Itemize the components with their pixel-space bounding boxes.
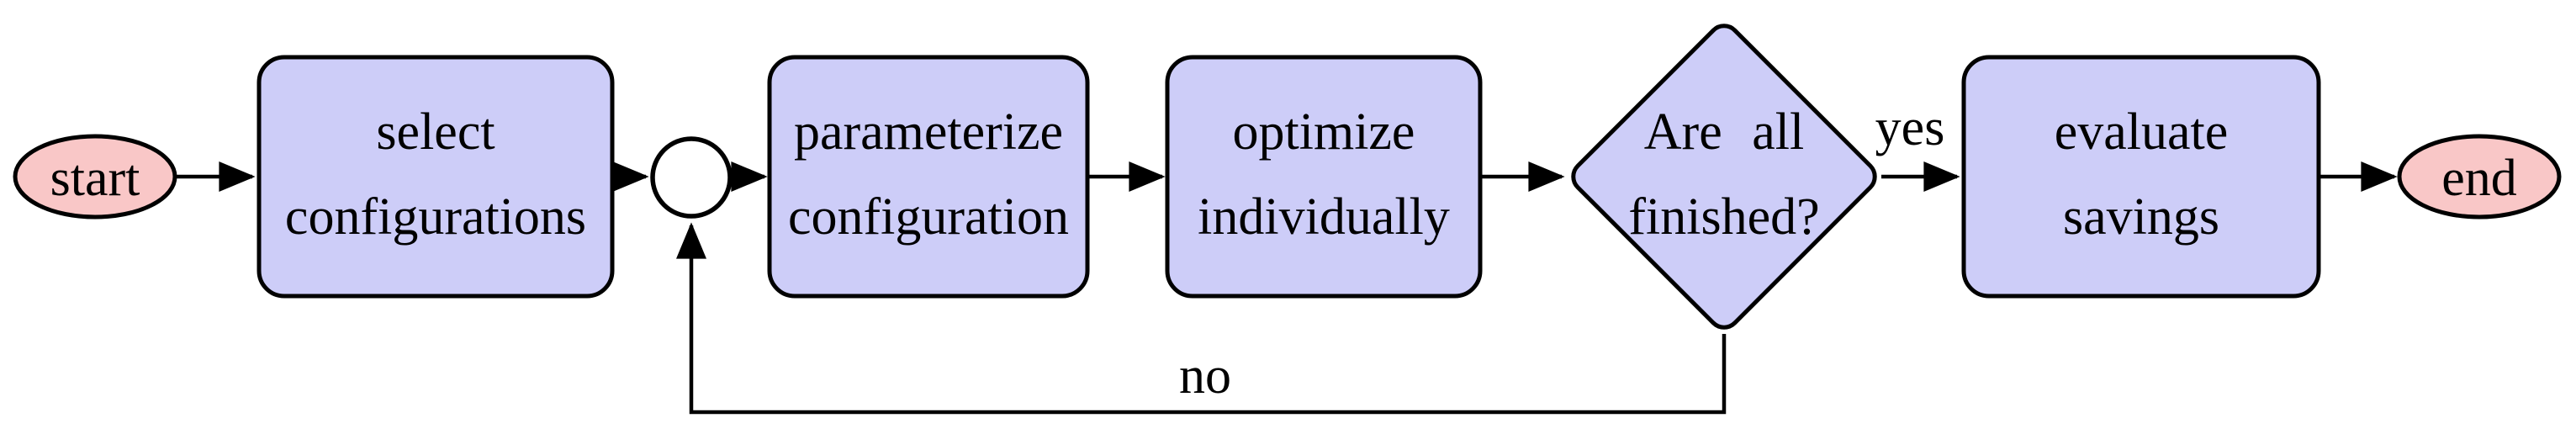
node-optimize-individually: optimize individually — [1165, 55, 1483, 299]
end-terminal-shape — [2397, 134, 2562, 220]
select-configurations-box — [257, 55, 615, 299]
parameterize-configuration-box — [767, 55, 1090, 299]
end-label: end — [2441, 150, 2517, 207]
evaluate-savings-box — [1961, 55, 2321, 299]
node-evaluate-savings: evaluate savings — [1961, 55, 2321, 299]
node-decision-are-all-finished: Are all finished? — [1571, 24, 1877, 330]
optimize-label-line1: optimize — [1233, 103, 1415, 161]
node-select-configurations: select configurations — [257, 55, 615, 299]
node-junction — [650, 136, 733, 219]
node-end: end — [2397, 134, 2562, 220]
parameterize-label-line2: configuration — [788, 188, 1069, 246]
edge-label-yes: yes — [1875, 99, 1945, 156]
start-label: start — [50, 150, 140, 207]
evaluate-label-line2: savings — [2063, 188, 2219, 246]
select-configurations-label-line1: select — [376, 103, 495, 161]
select-configurations-label-line2: configurations — [285, 188, 586, 246]
start-terminal-shape — [13, 134, 177, 220]
edge-decision-no-to-junction — [676, 222, 1727, 415]
parameterize-label-line1: parameterize — [794, 103, 1063, 161]
edge-label-no: no — [1179, 347, 1231, 405]
decision-label-line1: Are all — [1644, 103, 1804, 161]
optimize-label-line2: individually — [1198, 188, 1450, 246]
optimize-individually-box — [1165, 55, 1483, 299]
evaluate-label-line1: evaluate — [2055, 103, 2229, 161]
node-start: start — [13, 134, 177, 220]
decision-diamond — [1571, 24, 1877, 330]
edge-group: yes no — [175, 99, 2398, 415]
node-parameterize-configuration: parameterize configuration — [767, 55, 1090, 299]
decision-label-line2: finished? — [1628, 188, 1819, 246]
junction-circle — [650, 136, 733, 219]
